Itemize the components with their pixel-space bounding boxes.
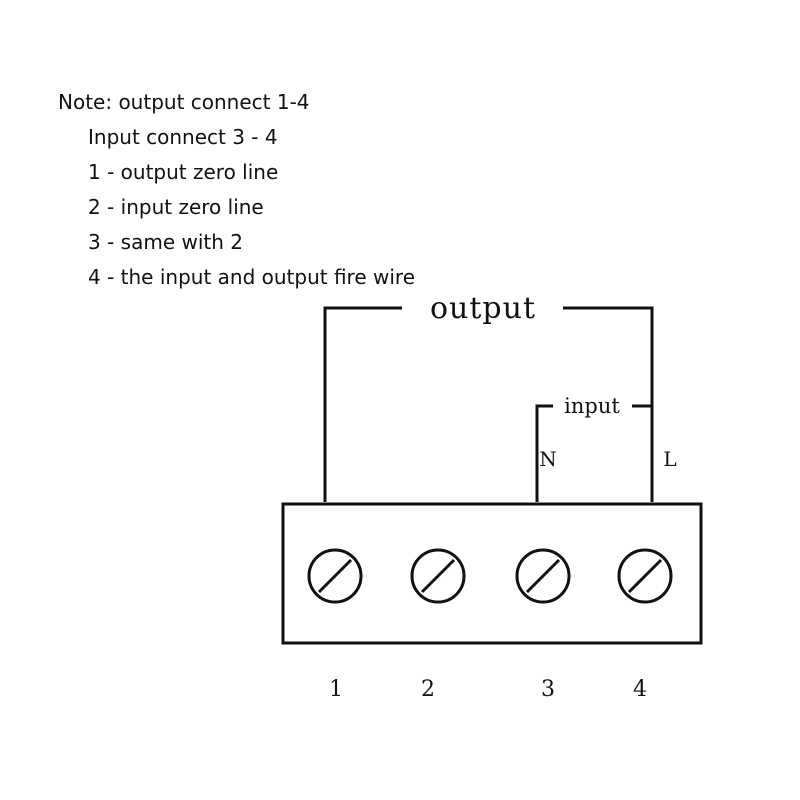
terminal-number-3: 3 [541, 677, 555, 702]
terminal-block [281, 502, 703, 645]
note-title: Note: output connect 1-4 [58, 90, 310, 114]
input-wire [535, 404, 652, 502]
live-label: L [663, 447, 676, 471]
input-label: input [564, 394, 620, 418]
note-line-input-connect: Input connect 3 - 4 [88, 125, 278, 149]
neutral-label: N [539, 447, 557, 471]
note-line-terminal-3: 3 - same with 2 [88, 230, 243, 254]
note-line-terminal-2: 2 - input zero line [88, 195, 264, 219]
screw-icon [515, 548, 571, 604]
screw-icon [307, 548, 363, 604]
screw-icon [617, 548, 673, 604]
terminal-number-4: 4 [633, 677, 647, 702]
terminal-number-1: 1 [329, 677, 343, 702]
output-wire [323, 306, 654, 502]
notes-block: Note: output connect 1-4 Input connect 3… [0, 0, 800, 300]
screw-icon [410, 548, 466, 604]
note-line-terminal-4: 4 - the input and output fire wire [88, 265, 415, 289]
terminal-number-2: 2 [421, 677, 435, 702]
output-label: output [430, 291, 536, 326]
note-line-terminal-1: 1 - output zero line [88, 160, 279, 184]
